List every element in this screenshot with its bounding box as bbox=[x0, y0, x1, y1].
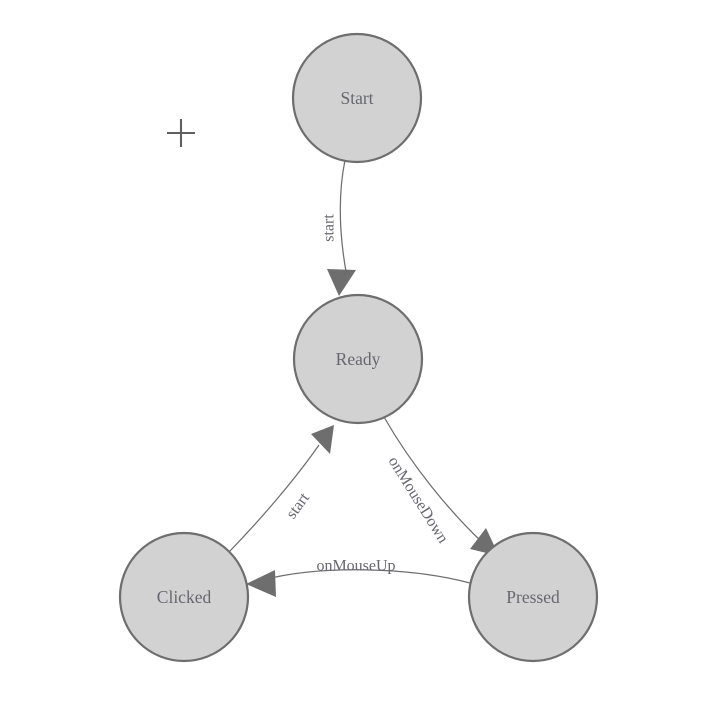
edge-clicked-to-ready-arrowhead bbox=[311, 425, 334, 454]
edge-pressed-to-clicked-arrowhead bbox=[246, 570, 276, 597]
edge-clicked-to-ready[interactable]: start bbox=[228, 425, 334, 553]
edge-label-pressed-to-clicked: onMouseUp bbox=[316, 558, 395, 575]
node-clicked-label: Clicked bbox=[157, 587, 212, 607]
edge-label-clicked-to-ready: start bbox=[283, 489, 313, 522]
edge-clicked-to-ready-path bbox=[228, 444, 320, 553]
edge-pressed-to-clicked-path bbox=[262, 569, 471, 584]
edge-pressed-to-clicked[interactable]: onMouseUp bbox=[246, 558, 471, 598]
node-pressed-label: Pressed bbox=[506, 587, 560, 607]
node-clicked[interactable]: Clicked bbox=[118, 531, 250, 663]
node-start-label: Start bbox=[340, 88, 373, 108]
node-pressed-circle[interactable] bbox=[467, 531, 599, 663]
node-start-circle[interactable] bbox=[291, 32, 423, 164]
edge-label-start-to-ready: start bbox=[321, 214, 338, 242]
node-pressed[interactable]: Pressed bbox=[467, 531, 599, 663]
edge-start-to-ready-arrowhead bbox=[327, 269, 356, 296]
crosshair-icon bbox=[167, 119, 195, 147]
edge-start-to-ready-path bbox=[339, 159, 348, 278]
node-ready-label: Ready bbox=[336, 349, 381, 369]
edge-ready-to-pressed[interactable]: onMouseDown bbox=[383, 416, 499, 556]
node-start[interactable]: Start bbox=[291, 32, 423, 164]
node-clicked-circle[interactable] bbox=[118, 531, 250, 663]
edge-label-ready-to-pressed: onMouseDown bbox=[385, 454, 452, 547]
edge-ready-to-pressed-path bbox=[383, 416, 485, 545]
node-ready-circle[interactable] bbox=[292, 293, 424, 425]
node-ready[interactable]: Ready bbox=[292, 293, 424, 425]
edge-start-to-ready[interactable]: start bbox=[321, 159, 357, 296]
